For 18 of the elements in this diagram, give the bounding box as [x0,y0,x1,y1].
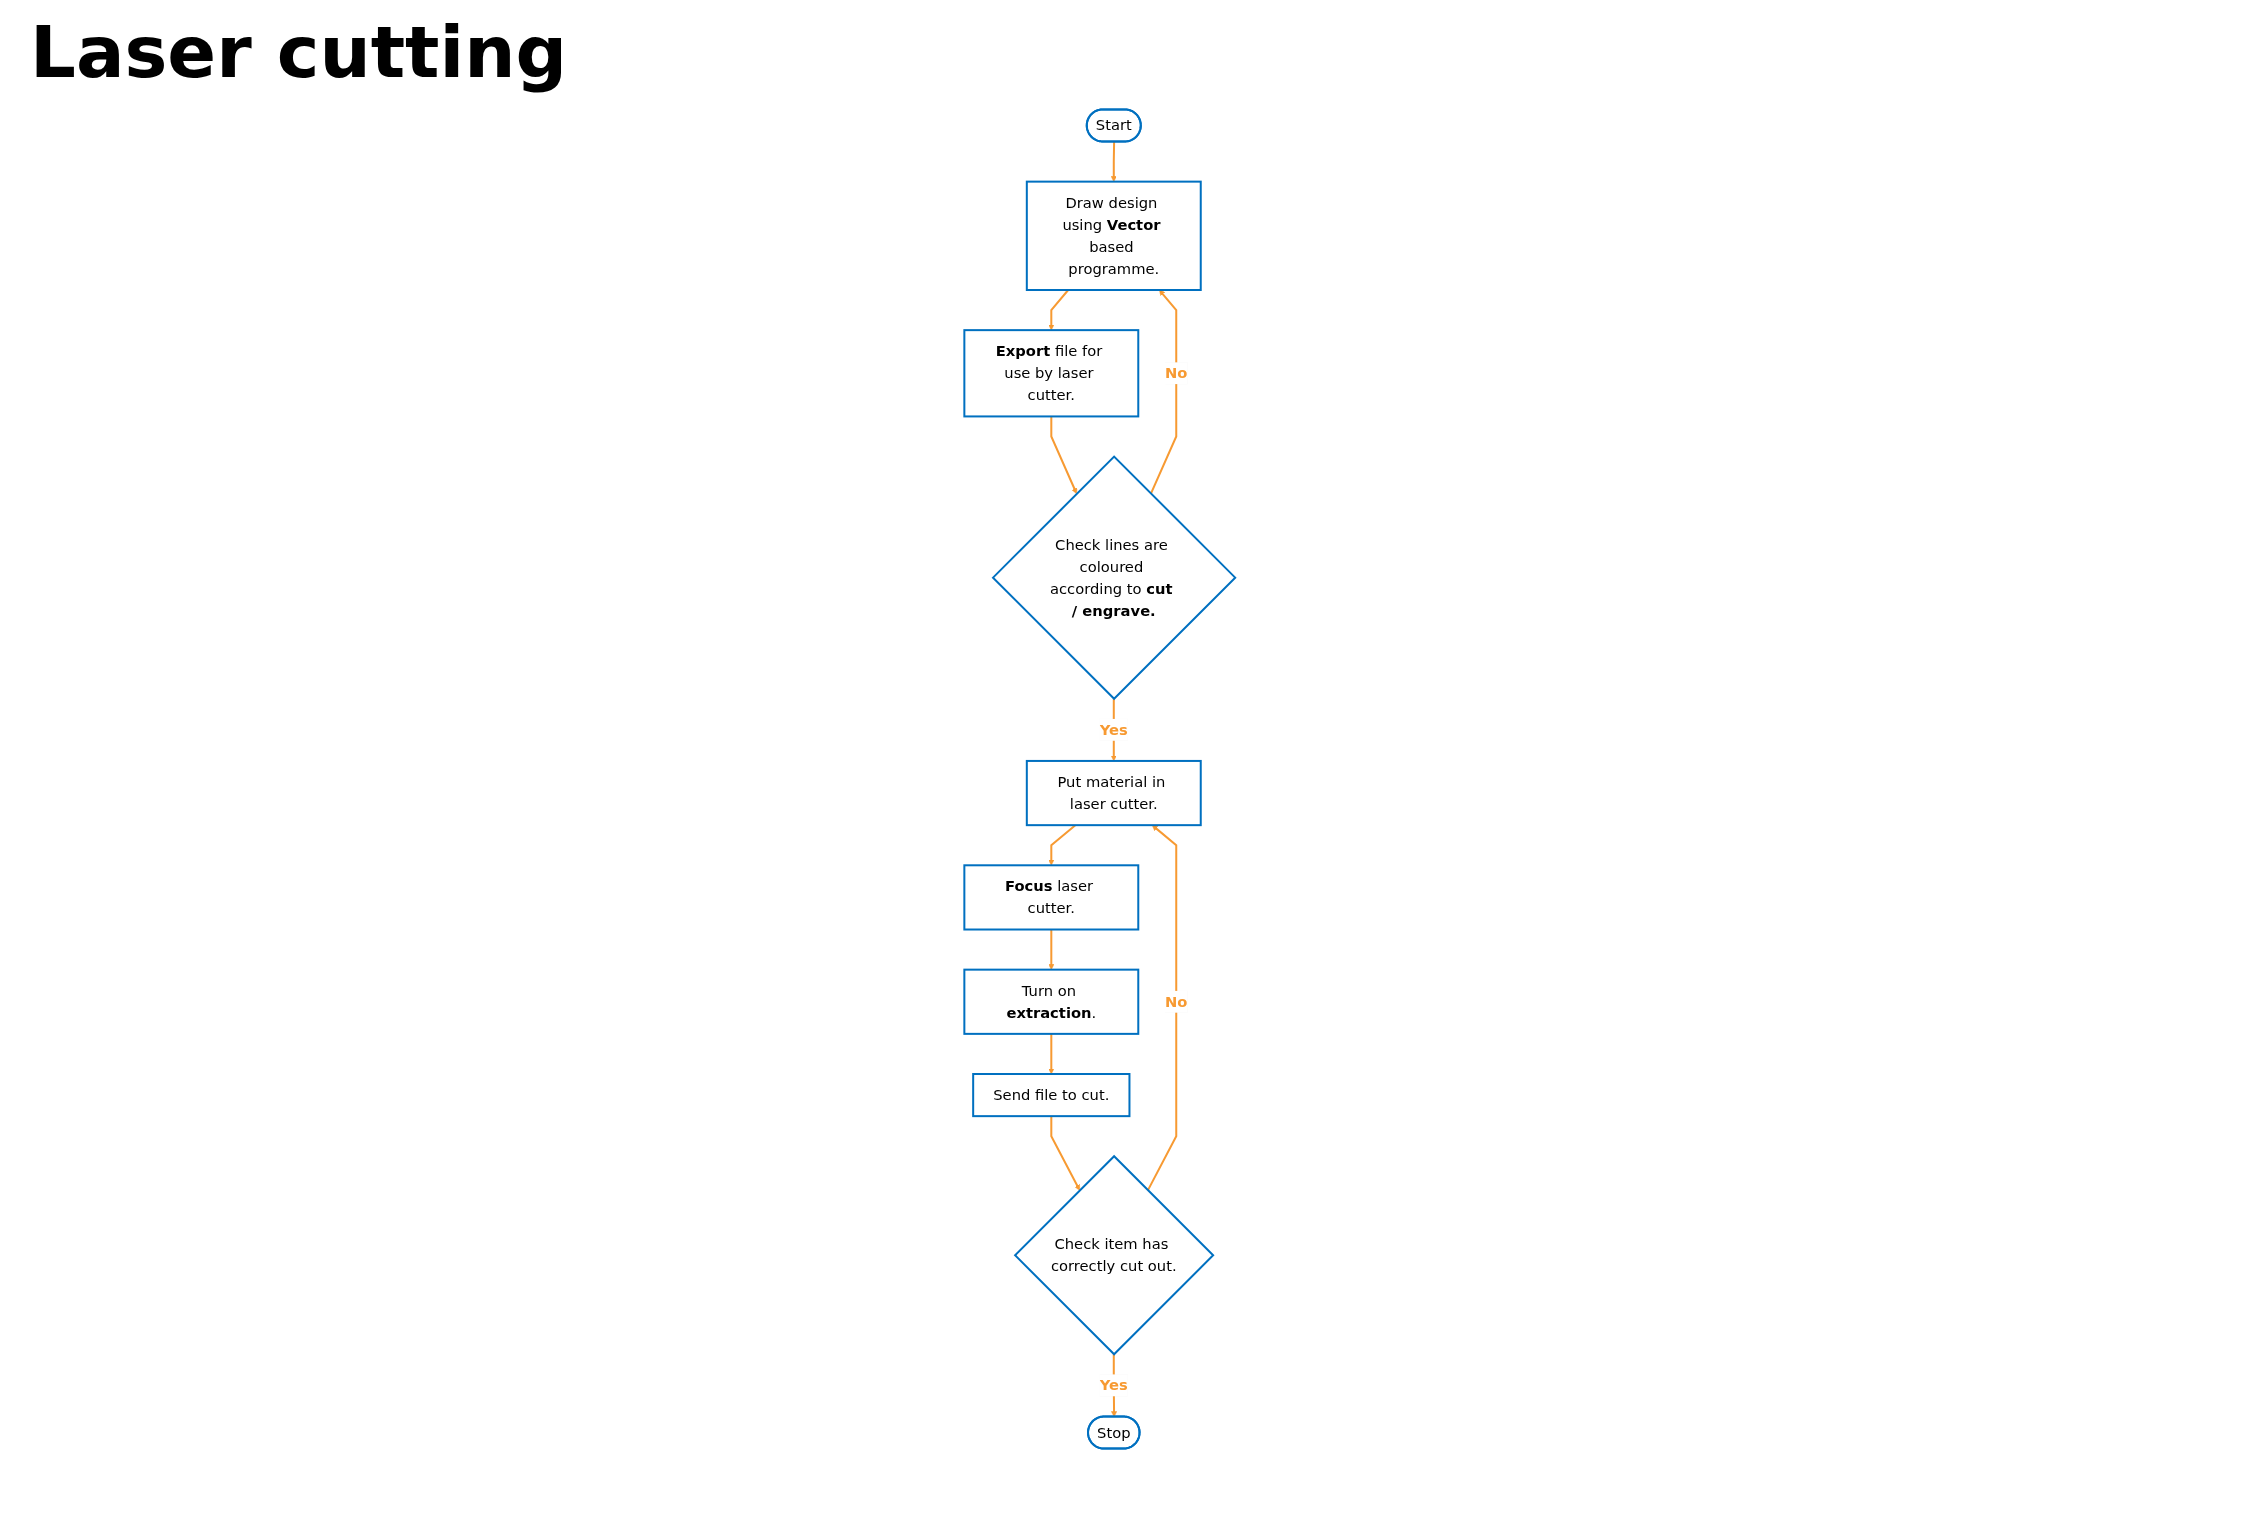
node-box: Draw design using Vector based programme. [1026,180,1202,291]
arrow [1048,1033,1055,1075]
arrow [1050,1116,1081,1191]
node-box: Export file for use by laser cutter. [963,329,1140,418]
node-box: Put material in laser cutter. [1026,759,1202,827]
arrow [1050,416,1078,494]
node-box: Send file to cut. [972,1073,1131,1118]
edge-label: Yes [1099,721,1129,739]
arrow [1048,929,1055,970]
edge-label: Yes [1099,1377,1129,1394]
arrow [1111,141,1117,182]
node-diamond: Check lines are coloured according to cut / engrave. [991,455,1237,701]
node-box: Turn on extraction. [963,968,1140,1035]
node-box: Focus laser cutter. [963,864,1140,931]
node-diamond: Check item has correctly cut out. [1013,1154,1215,1356]
edge-label: No [1165,993,1188,1011]
edge-label: No [1165,364,1188,382]
diagram-title: Laser cutting [30,10,568,94]
